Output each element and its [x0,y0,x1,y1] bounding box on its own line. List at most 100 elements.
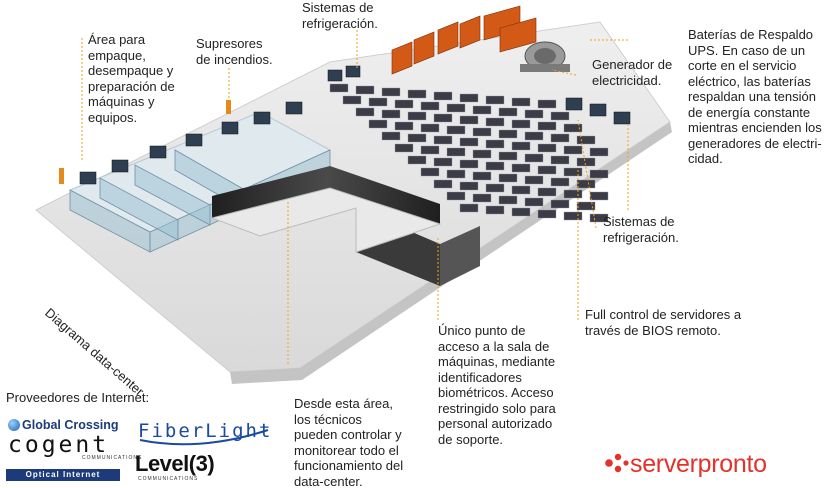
server-rack [459,203,479,213]
label-ups-batteries: Baterías de Respaldo UPS. En caso de un … [688,27,822,166]
server-rack [537,187,557,197]
label-single-access: Único punto de acceso a la sala de máqui… [438,323,556,447]
server-rack [524,197,544,207]
leader-lines [81,30,629,364]
optical-internet-badge: Optical Internet [6,469,120,481]
server-rack [511,185,531,195]
server-rack [485,95,505,105]
level3-subtitle: COMMUNICATIONS [138,476,199,482]
cogent-subtitle: COMMUNICATIONS [82,455,143,461]
server-rack [394,143,414,153]
fire-suppressor-icon [59,100,231,184]
server-rack [394,99,414,109]
server-rack [420,101,440,111]
server-rack [342,95,362,105]
server-rack [407,155,427,165]
server-rack [407,111,427,121]
server-rack [459,159,479,169]
server-rack [355,85,375,95]
server-rack [511,119,531,129]
label-cooling-top: Sistemas de refrigeración. [302,0,378,31]
server-rack [420,145,440,155]
server-rack [329,83,349,93]
server-rack [563,189,583,199]
server-rack [576,179,596,189]
server-rack [407,133,427,143]
server-rack [511,163,531,173]
server-rack [381,109,401,119]
server-rack [576,157,596,167]
server-rack [537,143,557,153]
server-rack [589,147,609,157]
server-rack [563,145,583,155]
cooling-unit-icon [79,65,631,185]
server-rack [472,149,492,159]
server-rack [498,151,518,161]
server-rack [485,205,505,215]
server-rack [472,193,492,203]
generator-icon [520,41,570,72]
server-rack [433,113,453,123]
global-crossing-logo-icon [8,419,20,431]
server-rack [381,131,401,141]
server-rack [368,97,388,107]
label-technicians-area: Desde esta área, los técnicos pueden con… [294,396,404,488]
server-rack [485,139,505,149]
server-rack [511,97,531,107]
serverpronto-brand: serverpronto [630,450,767,478]
server-rack [394,121,414,131]
server-rack [485,183,505,193]
global-crossing-text: Global Crossing [22,418,119,432]
server-rack [381,87,401,97]
server-rack [498,173,518,183]
server-rack [368,119,388,129]
server-rack [524,175,544,185]
label-generator: Generador de electricidad. [592,57,673,88]
server-rack [446,125,466,135]
server-rack [537,121,557,131]
server-rack [498,107,518,117]
server-rack [433,179,453,189]
server-rack [459,115,479,125]
server-rack [498,129,518,139]
server-rack [420,123,440,133]
server-rack [472,105,492,115]
server-rack [576,135,596,145]
server-rack [459,137,479,147]
server-rack [537,165,557,175]
label-fire-suppressors: Supresores de incendios. [196,36,273,67]
ups-batteries [391,5,537,75]
server-rack [589,169,609,179]
server-rack [563,167,583,177]
server-rack [537,99,557,109]
server-rack [589,191,609,201]
server-rack [355,107,375,117]
server-rack [524,109,544,119]
serverpronto-logo-icon [605,453,629,473]
server-rack [485,161,505,171]
server-rack [433,157,453,167]
server-rack [446,147,466,157]
cogent-logo: cogent [8,432,110,458]
server-rack [472,171,492,181]
server-rack [550,133,570,143]
corridor-wall [212,166,440,224]
server-rack [407,89,427,99]
server-rack [420,167,440,177]
global-crossing-logo: Global Crossing [8,418,119,432]
server-rack [511,141,531,151]
server-rack [550,177,570,187]
access-wall-front [440,226,480,286]
server-rack [433,135,453,145]
server-rack [459,93,479,103]
server-rack [576,201,596,211]
server-rack [485,117,505,127]
server-rack-icon [329,83,609,223]
server-rack [446,191,466,201]
server-rack [446,103,466,113]
label-packing-area: Área para empaque, desempaque y preparac… [88,32,175,125]
control-room-floor [210,187,442,253]
server-rack [537,209,557,219]
